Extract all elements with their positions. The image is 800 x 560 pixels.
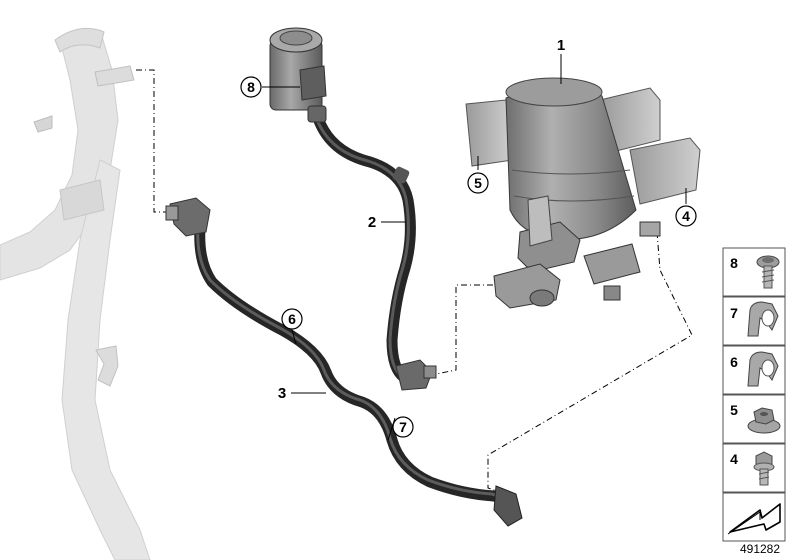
hex-bolt-icon [753, 451, 775, 486]
flange-nut-icon [747, 407, 781, 434]
leader-lines [136, 69, 693, 493]
callout-label-1: 1 [557, 37, 565, 54]
filler-neck [0, 27, 151, 560]
callout-8: 8 [240, 76, 262, 98]
hose-2 [312, 112, 437, 391]
callout-label-3: 3 [278, 385, 286, 402]
callout-label-7: 7 [399, 419, 407, 435]
hose-clip-icon [747, 301, 779, 337]
callout-label-4: 4 [682, 208, 690, 224]
callout-6: 6 [281, 308, 303, 330]
hose-clip-icon [747, 351, 779, 387]
legend-label-8: 8 [730, 255, 738, 271]
callout-4: 4 [675, 205, 697, 227]
callout-3: 3 [278, 385, 286, 402]
callout-label-8: 8 [247, 79, 255, 95]
hose-3 [165, 197, 523, 527]
legend-label-4: 4 [730, 451, 738, 467]
legend-row-6: 6 [722, 345, 786, 395]
callout-label-2: 2 [368, 214, 376, 231]
legend-row-5: 5 [722, 394, 786, 444]
screw-icon [756, 255, 780, 289]
callout-1: 1 [557, 37, 565, 54]
fuel-filter [269, 27, 327, 123]
callout-label-6: 6 [288, 311, 296, 327]
legend-row-7: 7 [722, 296, 786, 346]
legend-row-4: 4 [722, 443, 786, 493]
legend-row-8: 8 [722, 247, 786, 297]
arrow-symbol-icon [727, 503, 781, 535]
callout-2: 2 [368, 214, 376, 231]
callout-5: 5 [467, 172, 489, 194]
carbon-canister [465, 77, 701, 309]
diagram-reference-number: 491282 [740, 542, 780, 556]
parts-legend: 8 7 6 [722, 247, 786, 542]
legend-label-5: 5 [730, 402, 738, 418]
callout-7: 7 [392, 416, 414, 438]
callout-leaders [262, 54, 687, 441]
legend-label-6: 6 [730, 354, 738, 370]
legend-label-7: 7 [730, 305, 738, 321]
callout-label-5: 5 [474, 175, 482, 191]
legend-symbol-box [722, 492, 786, 542]
